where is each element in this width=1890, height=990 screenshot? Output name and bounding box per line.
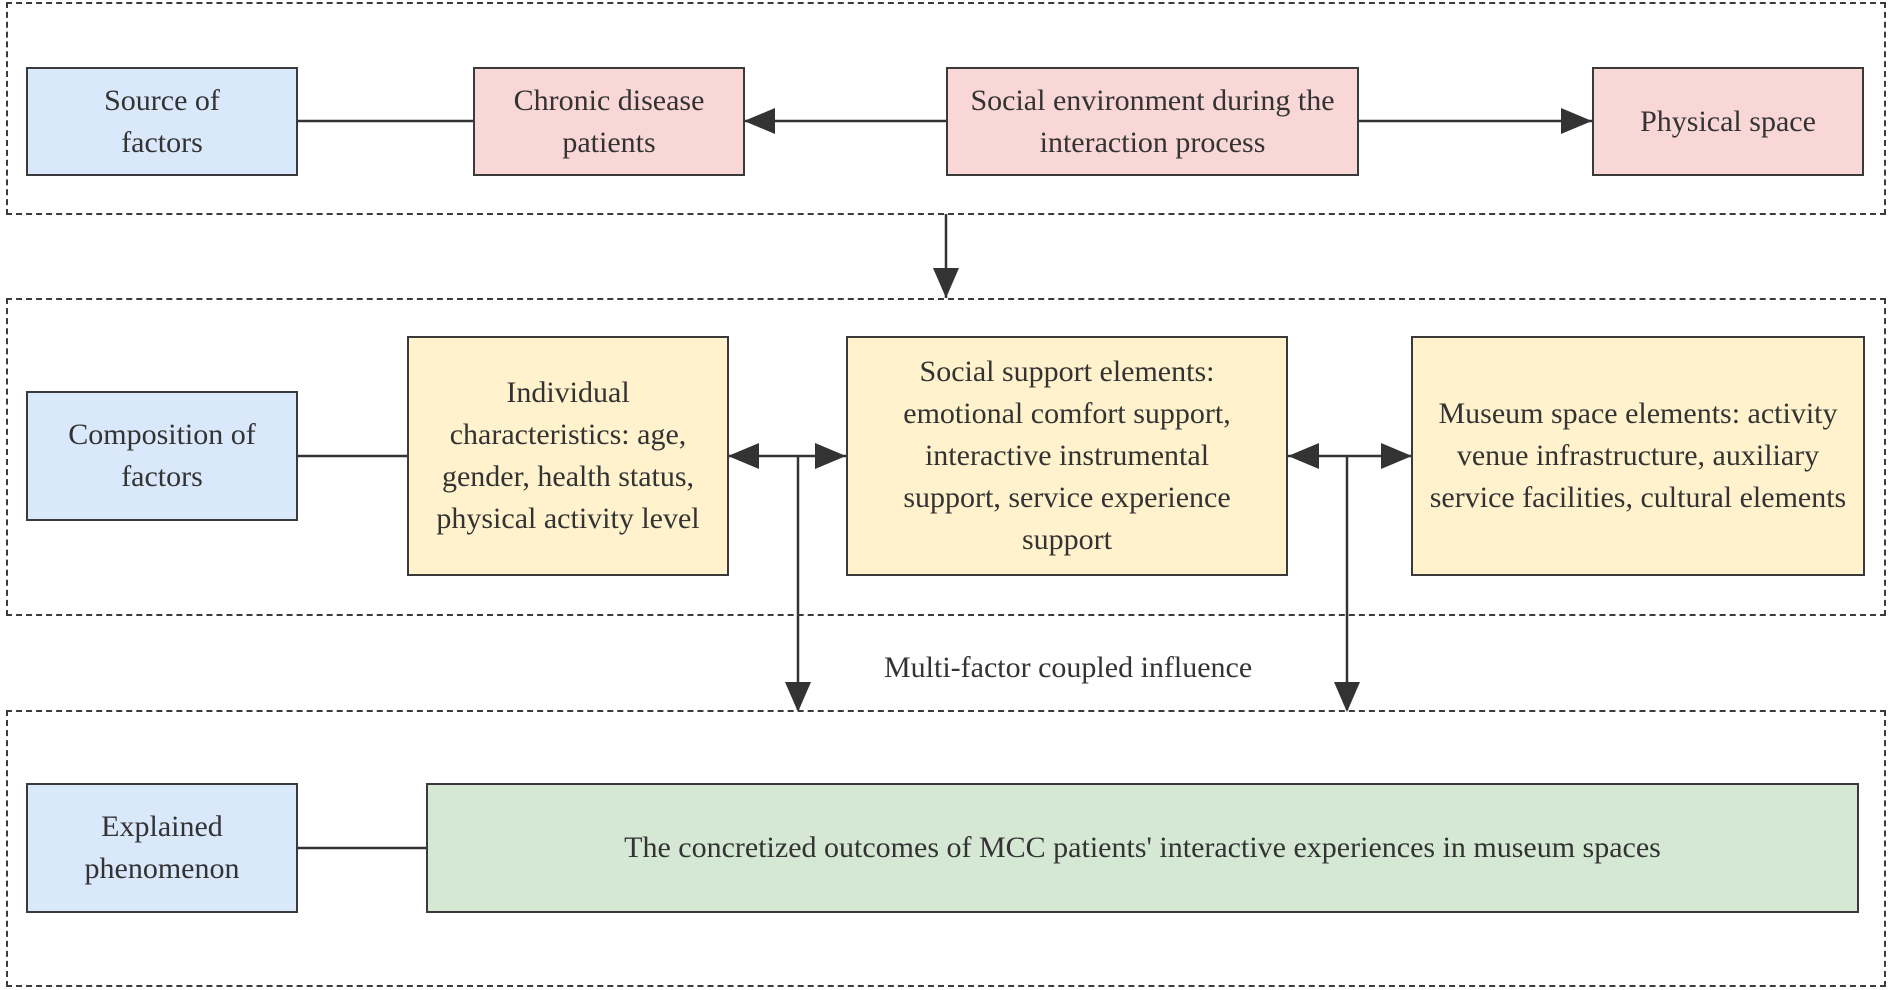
arrowhead-coupling-right	[1334, 682, 1360, 712]
composition-panel	[6, 298, 1886, 616]
composition-of-factors-text: Composition of factors	[68, 418, 256, 493]
explained-phenomenon-label: Explained phenomenon	[26, 783, 298, 913]
physical-space-text: Physical space	[1640, 104, 1816, 138]
arrowhead-row2	[933, 268, 959, 298]
arrowhead-chronic-patients	[744, 108, 775, 134]
museum-space-text: Museum space elements: activity venue in…	[1429, 397, 1847, 514]
social-support-text: Social support elements: emotional comfo…	[903, 355, 1231, 556]
social-environment-node: Social environment during the interactio…	[946, 67, 1359, 176]
source-panel	[6, 2, 1886, 215]
museum-space-node: Museum space elements: activity venue in…	[1411, 336, 1865, 576]
individual-characteristics-node: Individual characteristics: age, gender,…	[407, 336, 729, 576]
social-support-node: Social support elements: emotional comfo…	[846, 336, 1288, 576]
outcome-text: The concretized outcomes of MCC patients…	[624, 831, 1661, 864]
social-environment-text: Social environment during the interactio…	[970, 83, 1335, 159]
chronic-patients-node: Chronic disease patients	[473, 67, 745, 176]
explained-panel	[6, 710, 1886, 987]
arrowhead-museum	[1381, 443, 1412, 469]
chronic-patients-text: Chronic disease patients	[513, 83, 705, 159]
source-of-factors-label: Source of factors	[26, 67, 298, 176]
arrowhead-social-left	[815, 443, 846, 469]
multi-factor-coupled-influence-label: Multi-factor coupled influence	[884, 651, 1253, 684]
explained-phenomenon-text: Explained phenomenon	[84, 810, 240, 885]
composition-of-factors-label: Composition of factors	[26, 391, 298, 521]
outcome-node: The concretized outcomes of MCC patients…	[426, 783, 1859, 913]
physical-space-node: Physical space	[1592, 67, 1864, 176]
arrowhead-physical-space	[1561, 108, 1592, 134]
source-of-factors-text: Source of factors	[104, 83, 220, 159]
arrowhead-individual	[728, 443, 759, 469]
arrowhead-social-right	[1288, 443, 1319, 469]
individual-characteristics-text: Individual characteristics: age, gender,…	[436, 376, 700, 535]
arrowhead-coupling-left	[785, 682, 811, 712]
